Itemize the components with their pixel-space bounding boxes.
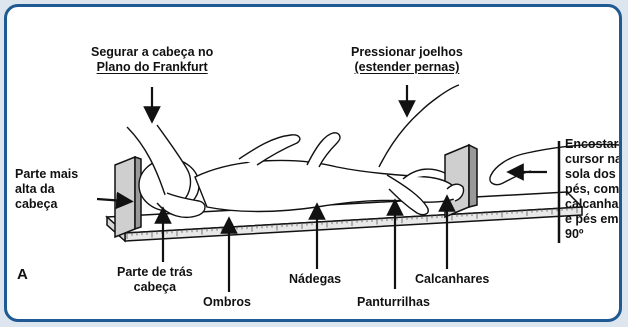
label-shoulders: Ombros [203,295,251,310]
label-back-head: Parte de trás cabeça [117,265,193,295]
label-top-head: Parte mais alta da cabeça [15,167,78,212]
headboard [115,157,141,237]
label-buttocks: Nádegas [289,272,341,287]
label-heels: Calcanhares [415,272,489,287]
panel-letter: A [17,267,28,282]
label-calves: Panturrilhas [357,295,430,310]
figure-frame: Segurar a cabeça no Plano do Frankfurt P… [4,4,622,322]
foot-cursor [445,145,477,217]
label-head-frankfurt: Segurar a cabeça no Plano do Frankfurt [91,45,213,75]
label-press-knees: Pressionar joelhos (estender pernas) [351,45,463,75]
label-cursor: Encostar cursor na sola dos pés, com cal… [565,137,622,242]
